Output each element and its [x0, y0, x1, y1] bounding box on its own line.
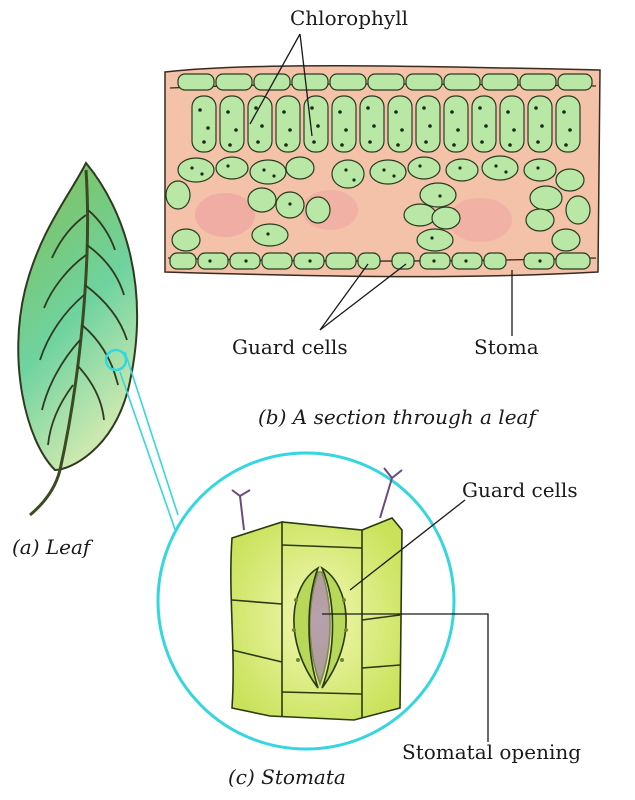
leaf: [18, 163, 137, 515]
stomata-caption: (c) Stomata: [228, 765, 346, 789]
guard-cells-section-label: Guard cells: [232, 335, 348, 359]
stomatal-opening-label: Stomatal opening: [402, 740, 581, 764]
chlorophyll-label: Chlorophyll: [290, 6, 408, 30]
section-caption: (b) A section through a leaf: [258, 405, 536, 429]
leaf-caption: (a) Leaf: [12, 535, 90, 559]
stoma-label: Stoma: [474, 335, 539, 359]
leaf-section: [165, 66, 600, 277]
guard-cells-stomata-label: Guard cells: [462, 478, 578, 502]
